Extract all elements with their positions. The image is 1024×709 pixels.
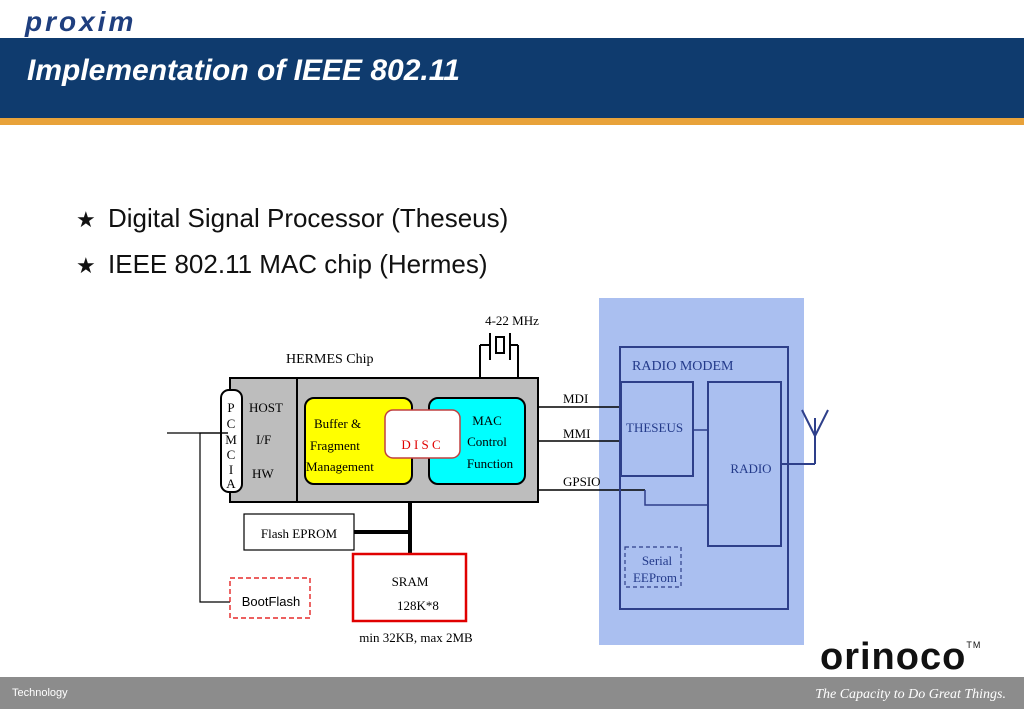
bullet-text: Digital Signal Processor (Theseus) (108, 203, 509, 233)
brand-text: orinoco (820, 636, 967, 678)
buffer-line: Fragment (310, 438, 360, 453)
title-bar: Implementation of IEEE 802.11 (0, 38, 1024, 125)
star-icon: ★ (76, 253, 96, 278)
proxim-logo: proxim (25, 6, 137, 37)
bootflash-label: BootFlash (242, 594, 301, 609)
pcmcia-letter: C (227, 416, 236, 431)
pcmcia-letter: M (225, 432, 237, 447)
bullet-item: ★ IEEE 802.11 MAC chip (Hermes) (76, 242, 508, 288)
radio-panel (599, 298, 804, 645)
flash-eprom-label: Flash EPROM (261, 526, 338, 541)
slide-title: Implementation of IEEE 802.11 (27, 54, 460, 87)
pcmcia-letter: P (227, 400, 234, 415)
host-label: HOST (249, 400, 283, 415)
serial-eeprom-line: EEProm (633, 570, 677, 585)
radio-signal-lines (538, 406, 645, 491)
theseus-box (620, 381, 694, 477)
radio-modem-label: RADIO MODEM (632, 359, 734, 374)
mdi-label: MDI (563, 391, 588, 406)
buffer-line: Buffer & (314, 416, 361, 431)
modem-internal-lines (644, 429, 708, 506)
pcmcia-letter: C (227, 447, 236, 462)
bullet-item: ★ Digital Signal Processor (Theseus) (76, 196, 508, 242)
flash-eprom-box (243, 513, 355, 551)
footer-bar: Technology The Capacity to Do Great Thin… (0, 677, 1024, 709)
serial-eeprom-line: Serial (642, 553, 673, 568)
hermes-chip-label: HERMES Chip (286, 352, 374, 367)
pcmcia-letters: P C M C I A (225, 400, 237, 491)
logo-bar: proxim (0, 0, 1024, 38)
pcmcia-letter: A (226, 476, 236, 491)
orinoco-logo: orinocoTM (820, 636, 981, 679)
sram-box (351, 552, 468, 623)
host-label: I/F (256, 432, 271, 447)
mac-line: Function (467, 456, 514, 471)
host-bus-lines (167, 432, 230, 603)
antenna-icon (781, 409, 829, 465)
footer-section-label: Technology (12, 687, 68, 699)
theseus-label: THESEUS (626, 420, 683, 435)
crystal-icon (479, 333, 519, 378)
star-icon: ★ (76, 207, 96, 232)
bullet-list: ★ Digital Signal Processor (Theseus) ★ IEE… (76, 196, 508, 288)
sram-note: min 32KB, max 2MB (359, 630, 473, 645)
crystal-label: 4-22 MHz (485, 313, 539, 328)
pcmcia-connector (220, 389, 243, 493)
sram-line: 128K*8 (397, 598, 439, 613)
bullet-text: IEEE 802.11 MAC chip (Hermes) (108, 249, 488, 279)
memory-bus (350, 502, 412, 555)
disc-label: D I S C (401, 437, 440, 452)
serial-eeprom-box (624, 546, 682, 588)
gpsio-label: GPSIO (563, 474, 601, 489)
host-label: HW (252, 466, 274, 481)
mac-line: MAC (472, 413, 502, 428)
buffer-line: Management (306, 459, 374, 474)
bootflash-box (229, 577, 311, 619)
radio-label: RADIO (730, 461, 771, 476)
trademark-mark: TM (966, 640, 982, 650)
sram-line: SRAM (392, 574, 429, 589)
radio-modem-box (619, 346, 789, 610)
pcmcia-letter: I (229, 462, 233, 477)
mmi-label: MMI (563, 426, 590, 441)
mac-line: Control (467, 434, 507, 449)
disc-block (384, 409, 461, 459)
footer-tagline: The Capacity to Do Great Things. (815, 687, 1006, 702)
